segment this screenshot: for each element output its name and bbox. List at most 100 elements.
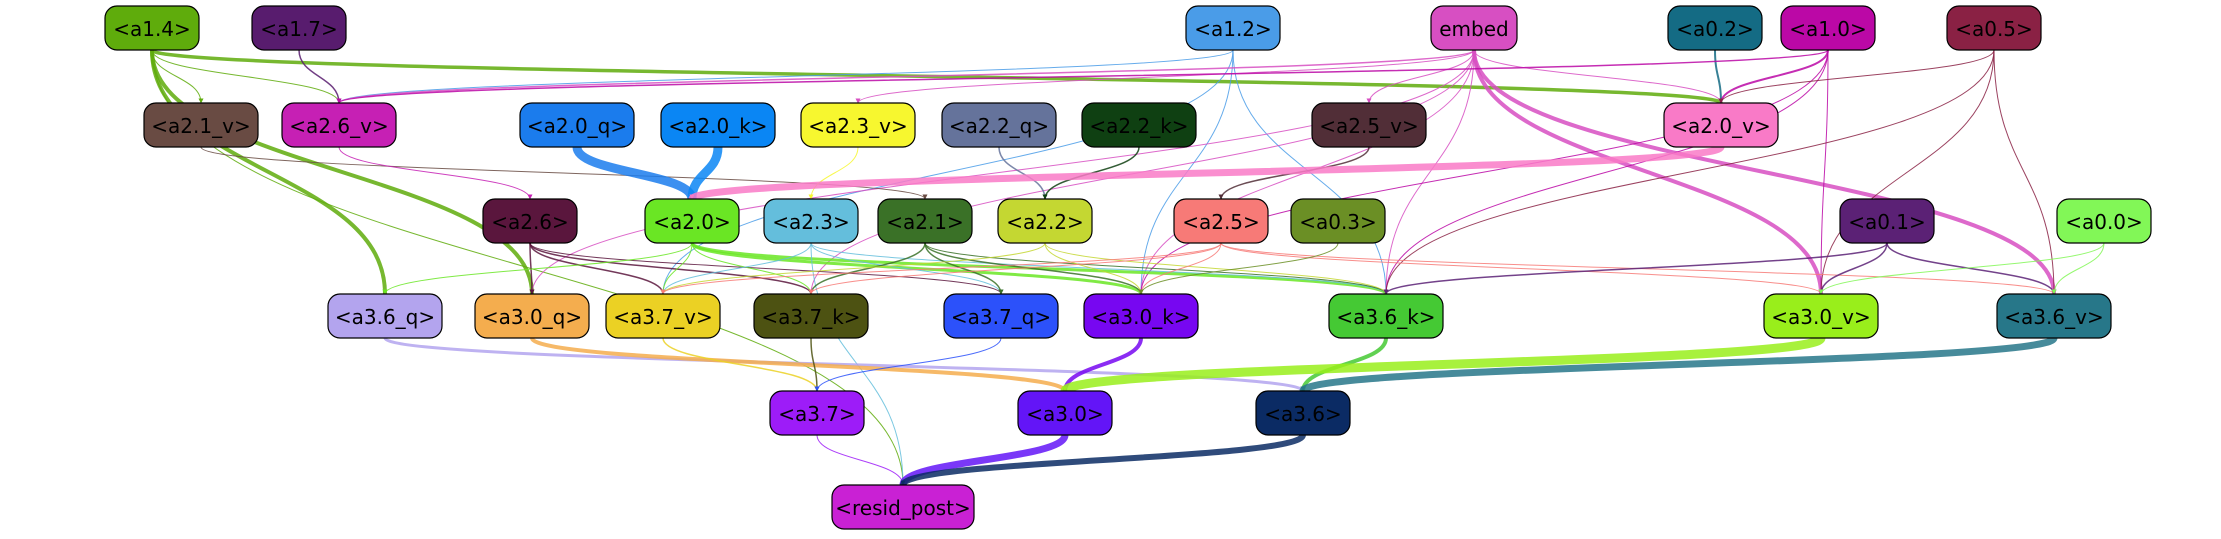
node-a3-6-q[interactable]: <a3.6_q> xyxy=(327,293,443,339)
edge-a2-1-to-a3-7-k xyxy=(808,242,926,295)
edge-a1-0-to-a3-0-v xyxy=(1818,49,1829,295)
node-a3-7-v[interactable]: <a3.7_v> xyxy=(605,293,721,339)
node-box xyxy=(1017,390,1113,436)
node-box xyxy=(251,5,347,51)
node-a2-2-k[interactable]: <a2.2_k> xyxy=(1081,102,1197,148)
node-a3-0[interactable]: <a3.0> xyxy=(1017,390,1113,436)
node-label: <a3.0> xyxy=(1026,402,1104,426)
edge-a2-6-to-a3-7-q xyxy=(529,242,1004,295)
node-box xyxy=(327,293,443,339)
edge-a1-0-to-a3-6-k xyxy=(1383,49,1829,295)
edge-a1-4-to-a3-6-q xyxy=(150,49,388,295)
node-a3-0-q[interactable]: <a3.0_q> xyxy=(474,293,590,339)
node-label: <a2.2_k> xyxy=(1089,114,1188,138)
node-a0-5[interactable]: <a0.5> xyxy=(1946,5,2042,51)
node-a0-2[interactable]: <a0.2> xyxy=(1667,5,1763,51)
node-box xyxy=(1430,5,1518,51)
node-a3-0-v[interactable]: <a3.0_v> xyxy=(1763,293,1879,339)
node-label: <a3.0_k> xyxy=(1091,305,1190,329)
node-a2-0[interactable]: <a2.0> xyxy=(644,198,740,244)
node-a3-6[interactable]: <a3.6> xyxy=(1255,390,1351,436)
node-box xyxy=(1328,293,1444,339)
edge-a0-2-to-a2-0-v xyxy=(1714,49,1724,104)
node-label: <a3.7_v> xyxy=(613,305,712,329)
node-box xyxy=(1083,293,1199,339)
edge-embed-to-a2-3-v xyxy=(855,49,1475,104)
node-a3-7-k[interactable]: <a3.7_k> xyxy=(753,293,869,339)
node-box xyxy=(474,293,590,339)
node-a3-7[interactable]: <a3.7> xyxy=(769,390,865,436)
edge-a1-0-to-a2-0-v xyxy=(1718,49,1829,104)
node-box xyxy=(104,5,200,51)
node-label: <a2.3> xyxy=(772,210,850,234)
node-a0-3[interactable]: <a0.3> xyxy=(1290,198,1386,244)
node-a2-1[interactable]: <a2.1> xyxy=(877,198,973,244)
node-label: <a0.1> xyxy=(1848,210,1926,234)
node-a3-6-v[interactable]: <a3.6_v> xyxy=(1996,293,2112,339)
node-a3-0-k[interactable]: <a3.0_k> xyxy=(1083,293,1199,339)
node-a2-6[interactable]: <a2.6> xyxy=(482,198,578,244)
node-a0-0[interactable]: <a0.0> xyxy=(2056,198,2152,244)
edge-a2-0-k-to-a2-0 xyxy=(687,146,723,200)
node-box xyxy=(1290,198,1386,244)
node-embed[interactable]: embed xyxy=(1430,5,1518,51)
edge-a0-0-to-a3-0-v xyxy=(1818,242,2105,295)
edge-a1-0-to-a2-6-v xyxy=(336,49,1829,104)
node-a2-6-v[interactable]: <a2.6_v> xyxy=(281,102,397,148)
edge-embed-to-a3-0-v xyxy=(1472,49,1824,295)
node-a2-0-q[interactable]: <a2.0_q> xyxy=(519,102,635,148)
edge-a0-5-to-a3-6-k xyxy=(1383,49,1995,295)
node-box xyxy=(482,198,578,244)
edge-a2-0-to-a3-7-k xyxy=(691,242,814,295)
node-a2-0-v[interactable]: <a2.0_v> xyxy=(1663,102,1779,148)
node-label: <a2.6> xyxy=(491,210,569,234)
node-a1-4[interactable]: <a1.4> xyxy=(104,5,200,51)
edge-a2-5-to-a3-7-k xyxy=(808,242,1222,295)
node-box xyxy=(1763,293,1879,339)
node-a2-0-k[interactable]: <a2.0_k> xyxy=(660,102,776,148)
node-label: <a1.4> xyxy=(113,17,191,41)
edge-a3-0-k-to-a3-0 xyxy=(1062,337,1143,392)
node-box xyxy=(877,198,973,244)
node-label: <a0.2> xyxy=(1676,17,1754,41)
node-a2-5-v[interactable]: <a2.5_v> xyxy=(1311,102,1427,148)
node-a2-3-v[interactable]: <a2.3_v> xyxy=(800,102,916,148)
edge-a2-0-to-a3-7-v xyxy=(660,242,693,295)
node-resid-post[interactable]: <resid_post> xyxy=(831,484,975,530)
node-box xyxy=(660,102,776,148)
node-a3-7-q[interactable]: <a3.7_q> xyxy=(943,293,1059,339)
node-box xyxy=(1663,102,1779,148)
node-label: <a3.7_q> xyxy=(951,305,1051,329)
edge-embed-to-a3-6-k xyxy=(1383,49,1475,295)
node-a2-2[interactable]: <a2.2> xyxy=(997,198,1093,244)
node-a2-1-v[interactable]: <a2.1_v> xyxy=(143,102,259,148)
node-a1-0[interactable]: <a1.0> xyxy=(1780,5,1876,51)
edge-a2-6-to-a3-7-k xyxy=(529,242,814,295)
edge-a1-7-to-a2-6-v xyxy=(298,49,342,104)
node-a2-2-q[interactable]: <a2.2_q> xyxy=(941,102,1057,148)
node-a1-7[interactable]: <a1.7> xyxy=(251,5,347,51)
node-a2-3[interactable]: <a2.3> xyxy=(763,198,859,244)
edge-a3-6-to-resid-post xyxy=(900,433,1306,487)
node-box xyxy=(644,198,740,244)
node-label: <a3.6> xyxy=(1264,402,1342,426)
node-a3-6-k[interactable]: <a3.6_k> xyxy=(1328,293,1444,339)
edge-a3-0-q-to-a3-0 xyxy=(530,336,1068,393)
node-a0-1[interactable]: <a0.1> xyxy=(1839,198,1935,244)
edge-embed-to-a2-6-v xyxy=(336,49,1475,104)
node-box xyxy=(943,293,1059,339)
edge-a2-1-v-to-a2-1 xyxy=(200,146,928,200)
edge-a2-0-to-a3-0-k xyxy=(690,241,1144,296)
node-box xyxy=(1780,5,1876,51)
node-box xyxy=(605,293,721,339)
edge-a2-0-v-to-a2-0 xyxy=(688,143,1725,203)
node-a1-2[interactable]: <a1.2> xyxy=(1185,5,1281,51)
edge-a2-0-q-to-a2-0 xyxy=(572,145,697,201)
node-label: <a2.0_k> xyxy=(668,114,767,138)
node-a2-5[interactable]: <a2.5> xyxy=(1173,198,1269,244)
node-box xyxy=(1081,102,1197,148)
node-box xyxy=(997,198,1093,244)
edge-a2-6-to-a3-0-q xyxy=(529,242,535,295)
edge-a0-1-to-a3-6-k xyxy=(1383,242,1888,295)
edge-a2-6-v-to-a2-6 xyxy=(338,146,533,200)
